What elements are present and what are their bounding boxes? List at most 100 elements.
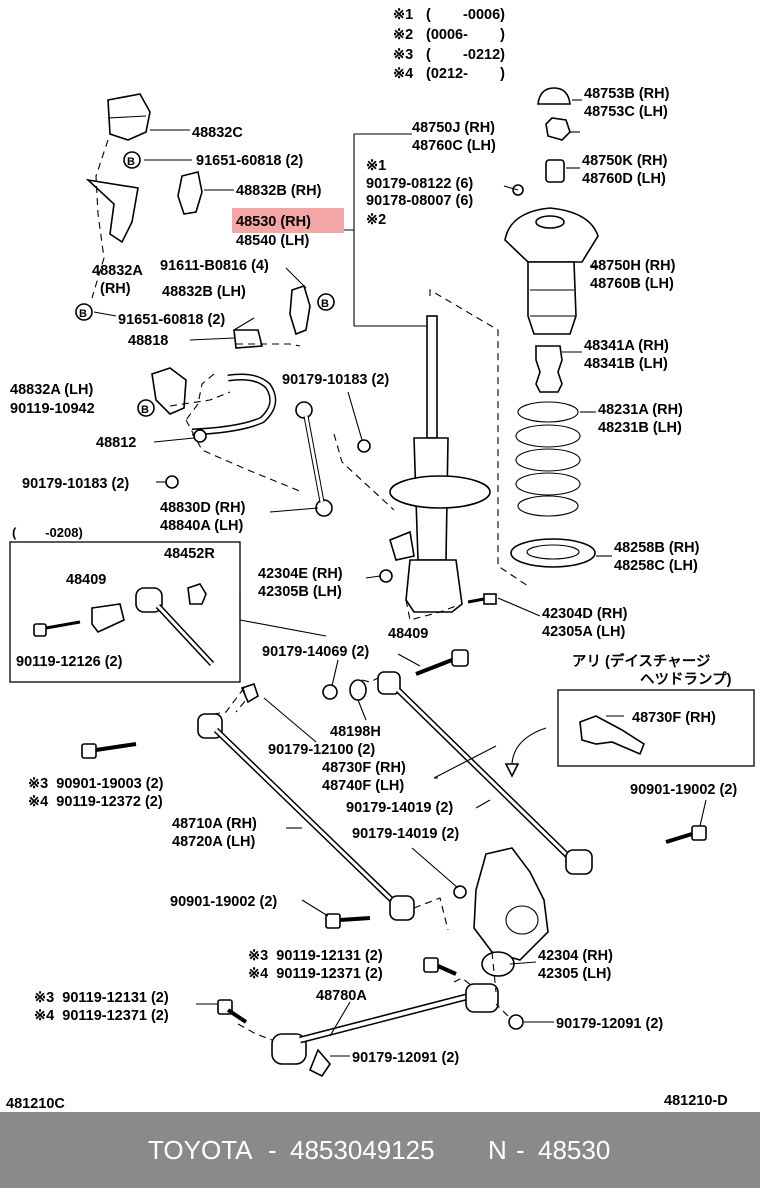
- part-shapes: [81, 87, 707, 1078]
- label-90179-14069: 90179-14069 (2): [262, 644, 369, 660]
- label-90901-19002-a: 90901-19002 (2): [630, 782, 737, 798]
- label-90119-12126: 90119-12126 (2): [16, 654, 123, 670]
- highlight-48530: [232, 208, 344, 233]
- legend-range-2: (0006- ): [426, 27, 505, 43]
- inset-range-label: ( -0208): [12, 525, 83, 540]
- arm-48710a-shape: [197, 713, 415, 921]
- label-90179-10183-b: 90179-10183 (2): [22, 476, 129, 492]
- label-90179-08122: 90179-08122 (6): [366, 176, 473, 192]
- label-48730f-inset: 48730F (RH): [632, 710, 716, 726]
- label-91651-a: 91651-60818 (2): [196, 153, 303, 169]
- marker-b-4: [137, 399, 155, 417]
- label-90901-19002-b: 90901-19002 (2): [170, 894, 277, 910]
- label-48730f-b: 48740F (LH): [322, 778, 404, 794]
- label-91611: 91611-B0816 (4): [160, 258, 269, 274]
- label-90178-08007: 90178-08007 (6): [366, 193, 473, 209]
- legend-key-4: ※4: [393, 66, 413, 82]
- label-48832b-lh: 48832B (LH): [162, 284, 246, 300]
- label-42304-b: 42305 (LH): [538, 966, 612, 982]
- label-90119-12372: ※4 90119-12372 (2): [28, 794, 163, 810]
- label-48231-a: 48231A (RH): [598, 402, 683, 418]
- footer-part-number: 4853049125: [290, 1135, 435, 1165]
- label-48710a-a: 48710A (RH): [172, 816, 257, 832]
- inset-cap-48452r-shape: [187, 583, 207, 605]
- footer-n-code: 48530: [538, 1135, 611, 1165]
- parts-diagram: ※1 ( -0006) ※2 (0006- ) ※3 ( -0212) ※4 (…: [6, 7, 755, 1112]
- label-90119-12131-b: ※3 90119-12131 (2): [34, 990, 169, 1006]
- nut-link-lower: [165, 475, 179, 489]
- marker-b-1: [123, 151, 141, 169]
- label-90119-10942: 90119-10942: [10, 401, 95, 417]
- svg-text:B: B: [321, 298, 329, 310]
- label-42304e-b: 42305B (LH): [258, 584, 342, 600]
- bracket-48832b-lh-shape: [289, 284, 311, 336]
- label-48710a-b: 48720A (LH): [172, 834, 255, 850]
- label-91651-b: 91651-60818 (2): [118, 312, 225, 328]
- label-48530-note: ※2: [366, 212, 386, 228]
- label-48341-b: 48341B (LH): [584, 356, 668, 372]
- bracket-48832a-lh-shape: [151, 367, 187, 415]
- washer-48198h-shape: [349, 679, 367, 701]
- bushing-48818-shape: [233, 329, 264, 349]
- bracket-48832a-rh-shape: [85, 178, 139, 244]
- label-90119-12131-a: ※3 90119-12131 (2): [248, 948, 383, 964]
- footer-brand: TOYOTA: [148, 1135, 253, 1165]
- label-42304e-a: 42304E (RH): [258, 566, 343, 582]
- nut-12091a-shape: [508, 1014, 524, 1030]
- nut-stab-bar: [193, 429, 207, 443]
- bolt-90119-12131b-shape: [217, 999, 248, 1024]
- label-48730f-a: 48730F (RH): [322, 760, 406, 776]
- svg-text:B: B: [79, 308, 87, 320]
- label-48258-a: 48258B (RH): [614, 540, 700, 556]
- nut-14019-shape: [453, 885, 467, 899]
- footer-bar: TOYOTA - 4853049125 N - 48530: [0, 1112, 760, 1188]
- inset-bolt-shape: [33, 620, 81, 637]
- label-48750h-b: 48760B (LH): [590, 276, 674, 292]
- bolt-48409-shape: [415, 649, 469, 676]
- legend-key-3: ※3: [393, 47, 413, 63]
- label-48540: 48540 (LH): [236, 233, 310, 249]
- inset-box: ( -0208): [9, 525, 241, 683]
- bolt-90119-12131a-shape: [423, 957, 457, 976]
- label-48832b-rh: 48832B (RH): [236, 183, 322, 199]
- label-48832c: 48832C: [192, 125, 243, 141]
- stabilizer-link-shape: [295, 401, 333, 517]
- label-48753-a: 48753B (RH): [584, 86, 670, 102]
- label-90179-14019-a: 90179-14019 (2): [346, 800, 453, 816]
- svg-text:B: B: [127, 156, 135, 168]
- label-48530: 48530 (RH): [236, 214, 311, 230]
- bracket-48832b-rh-shape: [177, 171, 203, 215]
- bump-stopper-shape: [535, 345, 563, 393]
- axle-carrier-shape: [473, 847, 549, 977]
- stabilizer-bar-shape: [191, 373, 277, 436]
- bracket-48730f-inset-shape: [579, 715, 645, 756]
- label-90179-14019-b: 90179-14019 (2): [352, 826, 459, 842]
- label-48750j-a: 48750J (RH): [412, 120, 495, 136]
- upper-mount-shape: [504, 207, 599, 263]
- label-48753-b: 48753C (LH): [584, 104, 668, 120]
- label-48812: 48812: [96, 435, 136, 451]
- spring-seat-shape: [510, 538, 596, 568]
- legend-range-1: ( -0006): [426, 7, 505, 23]
- label-42304-a: 42304 (RH): [538, 948, 613, 964]
- inset-arm-shape: [135, 587, 215, 667]
- label-42304d-a: 42304D (RH): [542, 606, 628, 622]
- footer-sep-1: -: [268, 1135, 277, 1165]
- labels: 48753B (RH) 48753C (LH) 48832C 48750J (R…: [6, 86, 737, 1112]
- label-48832a-rh-a: 48832A: [92, 263, 143, 279]
- label-48409-b: 48409: [388, 626, 428, 642]
- svg-text:B: B: [141, 404, 149, 416]
- footer-sep-2: -: [516, 1135, 525, 1165]
- label-90179-10183-a: 90179-10183 (2): [282, 372, 389, 388]
- shock-absorber-shape: [389, 315, 491, 613]
- label-48341-a: 48341A (RH): [584, 338, 669, 354]
- arm-48730f-shape: [377, 671, 593, 875]
- dashed-lines: [91, 139, 529, 1041]
- b-markers: B B B B: [75, 151, 335, 417]
- label-48231-b: 48231B (LH): [598, 420, 682, 436]
- label-90901-19003: ※3 90901-19003 (2): [28, 776, 164, 792]
- label-48832a-lh: 48832A (LH): [10, 382, 93, 398]
- coil-spring-shape: [515, 401, 581, 517]
- label-48830d-b: 48840A (LH): [160, 518, 243, 534]
- bolt-90901-19003-shape: [81, 742, 137, 759]
